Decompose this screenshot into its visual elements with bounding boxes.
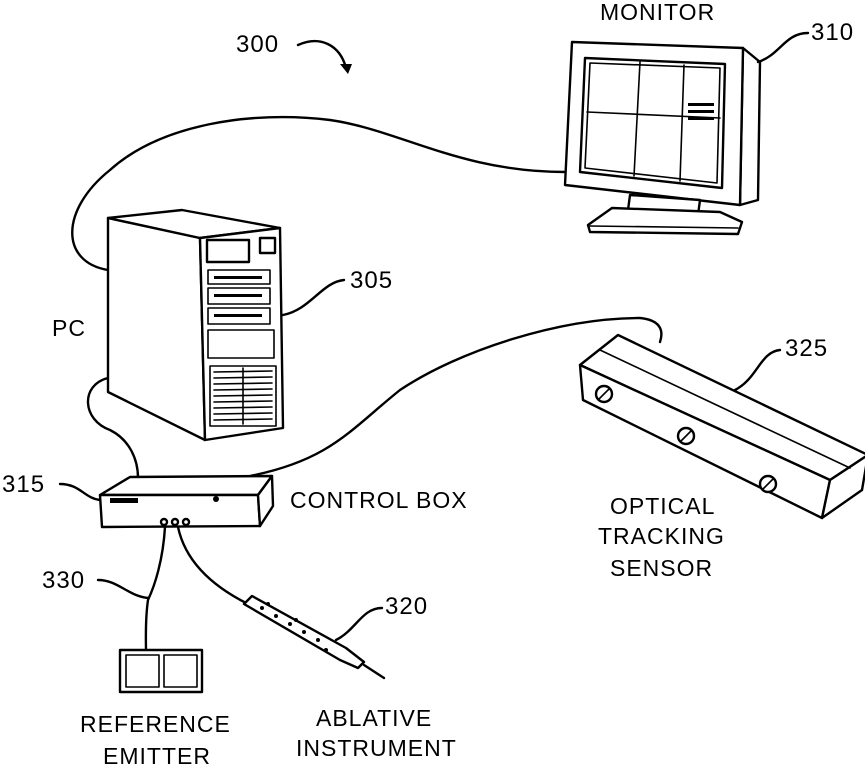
monitor [565,42,760,234]
sensor-label-line2: TRACKING [598,523,725,549]
ref-310-label: 310 [811,19,854,46]
ref-320-label: 320 [385,593,428,620]
cable-control-box-instrument [178,527,248,604]
leader-325 [735,350,780,390]
monitor-label: MONITOR [600,0,715,25]
emitter-label-line2: EMITTER [103,743,211,768]
ref-305-label: 305 [350,267,393,294]
ref-315-label: 315 [2,471,45,498]
sensor-label-line1: OPTICAL [610,493,715,519]
leader-310 [758,33,808,62]
control-box [100,476,273,527]
ref-325-label: 325 [785,335,828,362]
ablative-instrument [244,596,384,678]
leader-300-arrow [298,41,346,68]
sensor-label-line3: SENSOR [610,555,713,581]
leader-330 [98,580,148,598]
control-box-label: CONTROL BOX [290,487,468,513]
pc-label: PC [52,315,86,341]
leader-315 [60,484,100,500]
leader-305 [283,280,344,315]
cable-control-box-emitter [146,527,165,652]
instrument-label-line2: INSTRUMENT [296,735,457,761]
leader-320 [336,608,382,640]
ref-300-label: 300 [236,31,279,58]
arrowhead-300 [340,64,352,74]
ref-330-label: 330 [42,567,85,594]
reference-emitter [120,650,202,692]
pc-tower [108,210,283,440]
optical-tracking-sensor [580,335,865,518]
emitter-label-line1: REFERENCE [80,711,231,737]
instrument-label-line1: ABLATIVE [316,705,432,731]
